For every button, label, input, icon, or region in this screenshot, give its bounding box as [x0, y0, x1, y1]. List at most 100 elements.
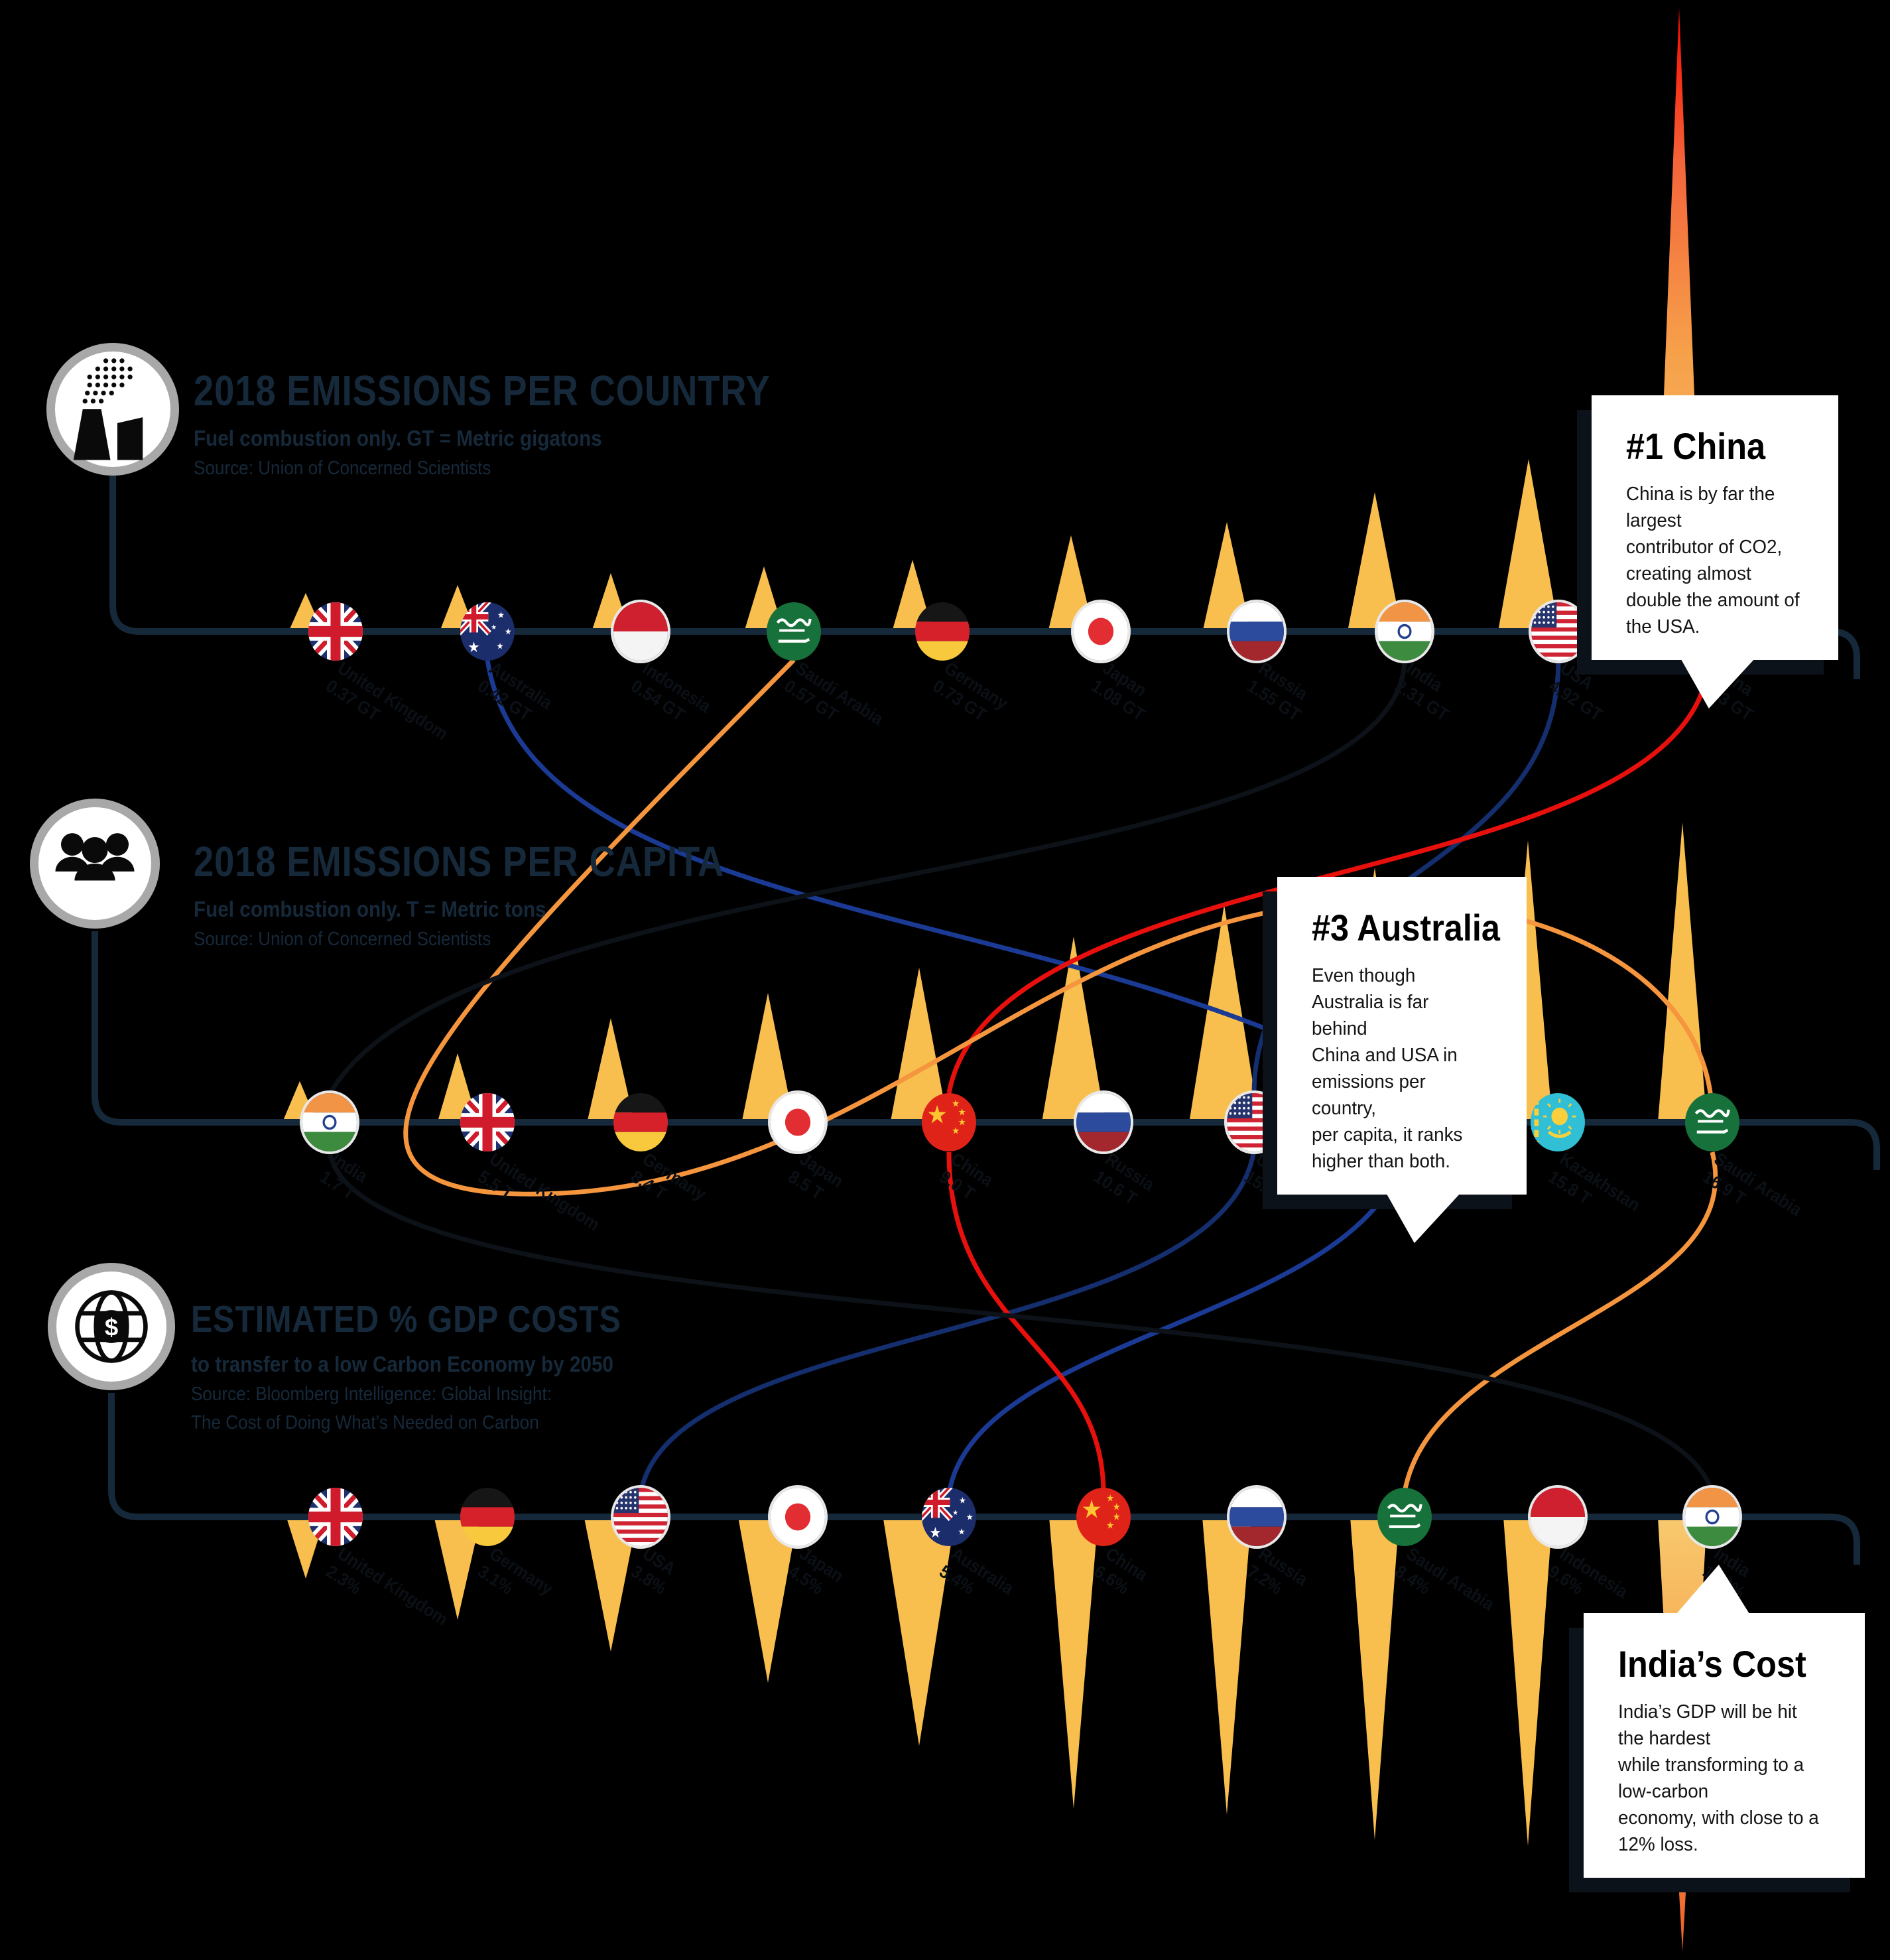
svg-text:★: ★ — [958, 1117, 966, 1128]
flag-saudi-arabia-per-capita — [1685, 1093, 1739, 1151]
section-title: ESTIMATED % GDP COSTS — [191, 1298, 621, 1340]
callout-india: India’s Cost India’s GDP will be hit the… — [1584, 1565, 1865, 1878]
svg-text:★: ★ — [468, 639, 479, 655]
svg-text:★: ★ — [497, 610, 505, 620]
timeline-gdp-costs — [108, 1393, 1860, 1565]
spike-jp-per-capita — [741, 993, 794, 1122]
flag-russia-per-capita — [1076, 1093, 1131, 1151]
callout-title: India’s Cost — [1618, 1643, 1806, 1685]
spike-sa-gdp-costs — [1350, 1517, 1399, 1840]
flag-united-kingdom-per-country — [308, 602, 363, 661]
svg-text:★: ★ — [1081, 1495, 1102, 1523]
svg-text:★: ★ — [958, 1107, 966, 1118]
spike-ru-gdp-costs — [1202, 1517, 1251, 1815]
flag-russia-gdp-costs — [1229, 1488, 1284, 1546]
section-source: Source: Union of Concerned Scientists — [194, 929, 491, 950]
connector-curve-usa — [638, 1150, 1257, 1494]
section-header-per-capita: 2018 EMISSIONS PER CAPITA Fuel combustio… — [194, 837, 818, 950]
svg-text:★: ★ — [1106, 1520, 1114, 1532]
connector-curve-australia — [946, 1150, 1407, 1494]
flag-indonesia-gdp-costs — [1531, 1488, 1585, 1546]
spike-sa-per-capita — [1658, 822, 1707, 1122]
svg-text:★: ★ — [1113, 1502, 1121, 1513]
flag-saudi-arabia-per-country — [767, 602, 821, 661]
connector-curve-india — [327, 659, 1407, 1096]
flag-india-per-capita — [302, 1093, 357, 1151]
spike-cn-gdp-costs — [1049, 1517, 1098, 1809]
flag-united-kingdom-gdp-costs — [308, 1488, 363, 1546]
svg-text:$: $ — [105, 1313, 118, 1340]
svg-text:★: ★ — [929, 1524, 941, 1541]
connector-curve-india — [327, 1150, 1715, 1494]
svg-text:★: ★ — [952, 1510, 958, 1517]
flag-australia-gdp-costs: ★★★★★ — [922, 1488, 976, 1546]
section-title: 2018 EMISSIONS PER COUNTRY — [194, 367, 771, 415]
flag-saudi-arabia-gdp-costs — [1377, 1488, 1432, 1546]
spike-us-per-country — [1498, 459, 1559, 631]
svg-text:★: ★ — [1106, 1493, 1114, 1504]
timeline-per-country — [109, 474, 1860, 679]
callout-body: Even though Australia is far behind Chin… — [1312, 965, 1463, 1173]
svg-text:★: ★ — [952, 1126, 960, 1137]
section-title: 2018 EMISSIONS PER CAPITA — [194, 838, 725, 885]
section-subtitle: Fuel combustion only. GT = Metric gigato… — [194, 426, 602, 450]
flag-japan-per-country — [1074, 602, 1128, 661]
flag-germany-per-country — [915, 602, 970, 661]
spike-jp-per-country — [1048, 535, 1094, 631]
spike-ru-per-country — [1202, 522, 1251, 631]
spike-au-gdp-costs — [883, 1517, 956, 1746]
connector-curve-saudi-arabia — [1402, 1151, 1718, 1493]
flag-japan-per-capita — [771, 1093, 825, 1151]
svg-text:★: ★ — [952, 1098, 960, 1110]
callout-body: India’s GDP will be hit the hardest whil… — [1618, 1701, 1819, 1856]
globe-dollar-icon: $ — [56, 1272, 166, 1382]
flag-russia-per-country — [1229, 602, 1284, 661]
connector-curve-china — [946, 1151, 1106, 1494]
callout-body: China is by far the largest contributor … — [1626, 484, 1800, 638]
svg-text:★: ★ — [959, 1495, 966, 1506]
flag-kazakhstan-per-capita — [1531, 1093, 1585, 1151]
section-source: Source: Bloomberg Intelligence: Global I… — [191, 1384, 552, 1405]
section-header-per-country: 2018 EMISSIONS PER COUNTRY Fuel combusti… — [194, 366, 872, 480]
section-source: The Cost of Doing What’s Needed on Carbo… — [191, 1412, 539, 1433]
flag-indonesia-per-country — [613, 602, 668, 661]
callout-china: #1 China China is by far the largest con… — [1592, 395, 1838, 709]
svg-text:★: ★ — [926, 1100, 948, 1128]
svg-text:★: ★ — [966, 1512, 974, 1522]
connector-curve-australia — [485, 659, 1406, 1097]
spike-us-gdp-costs — [584, 1517, 638, 1652]
factory-icon — [55, 352, 170, 467]
flag-usa-gdp-costs — [613, 1488, 668, 1546]
callout-australia: #3 Australia Even though Australia is fa… — [1277, 877, 1527, 1244]
svg-text:★: ★ — [491, 624, 497, 631]
callout-title: #1 China — [1626, 425, 1766, 467]
timeline-per-capita — [92, 931, 1880, 1170]
flag-india-gdp-costs — [1685, 1488, 1739, 1546]
flag-germany-gdp-costs — [460, 1488, 515, 1546]
spike-de-per-capita — [587, 1018, 635, 1122]
svg-text:★: ★ — [497, 641, 504, 651]
flag-australia-per-country: ★★★★★ — [460, 602, 515, 661]
connector-curve-china — [946, 663, 1712, 1094]
section-source: Source: Union of Concerned Scientists — [194, 458, 491, 479]
spike-de-gdp-costs — [434, 1517, 481, 1620]
flag-japan-gdp-costs — [771, 1488, 825, 1546]
section-subtitle: to transfer to a low Carbon Economy by 2… — [191, 1352, 614, 1376]
spike-jp-gdp-costs — [738, 1517, 798, 1683]
spike-cn-per-capita — [890, 968, 948, 1122]
section-subtitle: Fuel combustion only. T = Metric tons — [194, 897, 546, 921]
flag-india-per-country — [1377, 602, 1432, 661]
flag-usa-per-country — [1531, 602, 1586, 661]
flag-china-gdp-costs: ★★★★★ — [1076, 1488, 1131, 1546]
flag-germany-per-capita — [613, 1093, 668, 1151]
svg-text:★: ★ — [1113, 1512, 1121, 1523]
section-header-gdp-costs: ESTIMATED % GDP COSTS to transfer to a l… — [191, 1297, 697, 1434]
svg-text:★: ★ — [958, 1526, 966, 1537]
connector-curve-saudi-arabia — [403, 658, 1715, 1197]
flag-china-per-capita: ★★★★★ — [922, 1093, 976, 1151]
spike-ru-per-capita — [1042, 937, 1105, 1122]
svg-text:★: ★ — [505, 626, 512, 637]
flag-united-kingdom-per-capita — [460, 1093, 515, 1151]
spike-in-per-country — [1348, 492, 1402, 631]
